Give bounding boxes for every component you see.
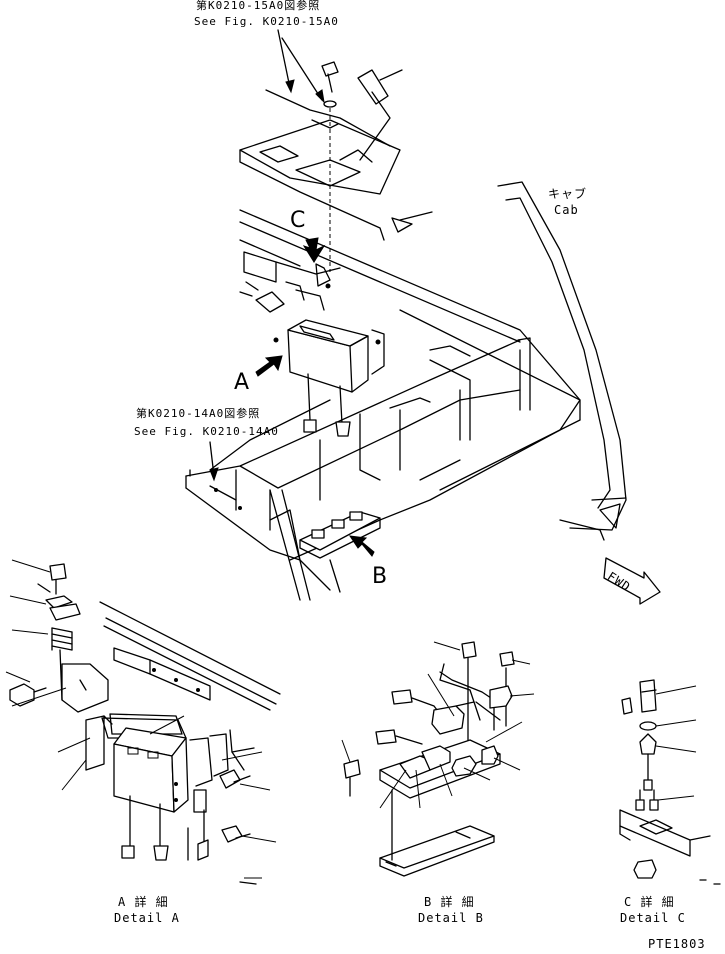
detail-c-title-en: Detail C — [620, 911, 686, 925]
switch-icon — [357, 69, 403, 161]
top-bolt-icon — [321, 61, 339, 93]
bolt-icon — [221, 825, 243, 843]
floor-frame — [185, 209, 581, 601]
switch-icon — [639, 679, 657, 713]
cab-label-jp: キャブ — [548, 187, 588, 201]
detail-a-title-jp: A 詳 細 — [118, 895, 169, 909]
spacer-icon — [193, 789, 207, 813]
ref-top-en: See Fig. K0210-15A0 — [194, 15, 339, 28]
ref-mid-en: See Fig. K0210-14A0 — [134, 425, 279, 438]
main-assembly-view — [185, 29, 661, 605]
bolt-icon — [621, 697, 633, 715]
ref-mid-jp: 第K0210-14A0図参照 — [136, 407, 261, 420]
bolt-icon — [343, 759, 361, 779]
detail-c-view — [619, 679, 721, 885]
fwd-arrow-icon — [603, 557, 661, 605]
detail-a-leaders — [5, 559, 277, 879]
cab-label-en: Cab — [554, 203, 579, 217]
detail-c-title-jp: C 詳 細 — [624, 895, 675, 909]
nut-icon — [481, 745, 499, 765]
detail-a-title-en: Detail A — [114, 911, 180, 925]
top-cover-panel — [239, 89, 433, 241]
detail-b-view — [343, 641, 515, 877]
main-relay-box — [239, 251, 385, 437]
bolt-icon — [461, 641, 477, 659]
detail-a-view — [9, 563, 281, 885]
detail-c-leaders — [655, 685, 697, 801]
cab-frame — [497, 181, 627, 541]
detail-b-leaders — [341, 641, 535, 809]
bolt-icon — [499, 651, 515, 667]
bolt-icon — [49, 563, 67, 581]
view-label-a: A — [234, 370, 250, 395]
view-arrow-c — [302, 237, 326, 263]
ref-top-jp: 第K0210-15A0図参照 — [196, 0, 321, 12]
detail-b-title-en: Detail B — [418, 911, 484, 925]
washer-icon — [639, 721, 657, 731]
view-arrow-a — [255, 355, 283, 377]
view-label-b: B — [372, 564, 388, 589]
washer-icon — [323, 100, 337, 108]
main-relay-group-b — [299, 511, 381, 559]
view-arrow-b — [348, 535, 375, 557]
nut-icon — [633, 859, 657, 879]
detail-b-title-jp: B 詳 細 — [424, 895, 475, 909]
drawing-code: PTE1803 — [648, 937, 706, 951]
view-label-c: C — [290, 208, 306, 233]
